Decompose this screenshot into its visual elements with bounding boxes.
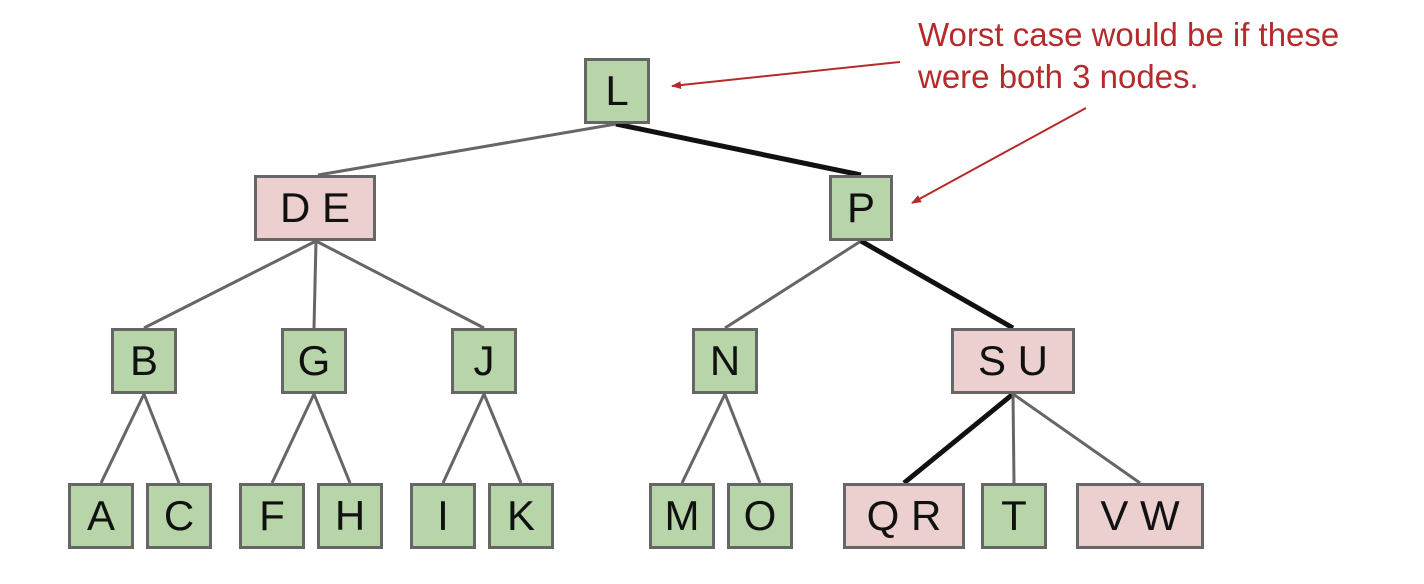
edge-j-k	[482, 393, 523, 484]
node-b: B	[111, 328, 177, 394]
edge-l-p-highlighted	[615, 121, 862, 178]
node-vw: V W	[1076, 483, 1204, 549]
edge-su-vw	[1012, 392, 1141, 485]
node-su: S U	[951, 328, 1075, 394]
node-i: I	[410, 483, 476, 549]
edge-j-i	[441, 393, 486, 484]
edge-de-j	[315, 239, 485, 330]
edge-g-f	[270, 393, 316, 484]
node-f: F	[239, 483, 305, 549]
edge-su-t	[1011, 393, 1016, 484]
node-c: C	[146, 483, 212, 549]
node-n: N	[692, 328, 758, 394]
annotation-line-2: were both 3 nodes.	[918, 58, 1199, 95]
node-k: K	[488, 483, 554, 549]
node-g: G	[281, 328, 347, 394]
node-t: T	[981, 483, 1047, 549]
edge-n-o	[723, 393, 762, 484]
node-p: P	[829, 175, 893, 241]
annotation-text: Worst case would be if these were both 3…	[918, 14, 1398, 98]
annotation-arrow-to-p	[911, 107, 1087, 204]
edge-de-b	[143, 239, 317, 330]
node-o: O	[727, 483, 793, 549]
annotation-line-1: Worst case would be if these	[918, 16, 1340, 53]
edge-p-su-highlighted	[859, 238, 1015, 331]
edge-b-a	[99, 393, 146, 484]
node-de: D E	[254, 175, 376, 241]
edge-b-c	[142, 393, 181, 484]
edge-de-g	[312, 240, 318, 329]
edge-l-de	[317, 122, 617, 177]
edge-su-qr-highlighted	[902, 392, 1015, 485]
edge-g-h	[312, 393, 352, 484]
node-qr: Q R	[843, 483, 965, 549]
edge-p-n	[724, 239, 862, 330]
node-a: A	[68, 483, 134, 549]
annotation-arrow-to-root	[671, 61, 901, 90]
node-j: J	[451, 328, 517, 394]
edge-n-m	[680, 393, 727, 484]
node-h: H	[317, 483, 383, 549]
node-m: M	[649, 483, 715, 549]
node-l: L	[584, 58, 650, 124]
